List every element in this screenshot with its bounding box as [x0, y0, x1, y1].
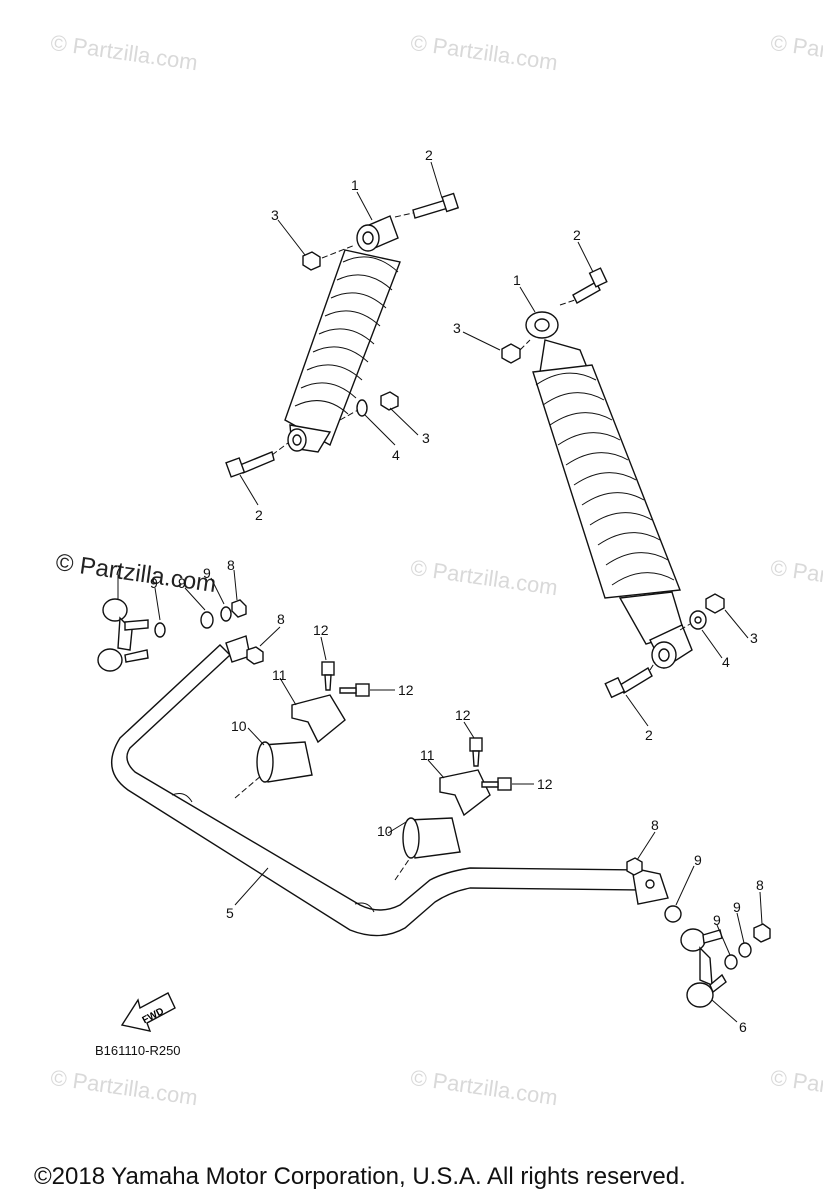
washer-link-right-1[interactable]: [664, 905, 682, 923]
washer-link-left-3[interactable]: [220, 606, 232, 622]
callout-8: 8: [756, 877, 764, 893]
shock-absorber-right[interactable]: [525, 311, 693, 670]
nut-upper-right[interactable]: [501, 343, 521, 364]
washer-link-right-3[interactable]: [738, 942, 752, 958]
washer-link-left-1[interactable]: [154, 622, 166, 638]
nut-link-left-2[interactable]: [246, 646, 264, 665]
nut-link-right-1[interactable]: [626, 857, 643, 876]
fwd-arrow-icon: FWD: [120, 992, 176, 1032]
callout-2: 2: [645, 727, 653, 743]
callout-3: 3: [271, 207, 279, 223]
bushing-right[interactable]: [402, 817, 461, 859]
bracket-right[interactable]: [439, 769, 491, 817]
bolt-lower-left[interactable]: [225, 451, 275, 478]
bracket-bolt-1[interactable]: [321, 661, 335, 691]
callout-6: 6: [739, 1019, 747, 1035]
nut-link-left-1[interactable]: [231, 599, 247, 618]
callout-8: 8: [651, 817, 659, 833]
bolt-upper-left[interactable]: [412, 192, 460, 219]
callout-3: 3: [422, 430, 430, 446]
callout-7: 7: [114, 562, 122, 578]
callout-9: 9: [203, 565, 211, 581]
callout-9: 9: [178, 575, 186, 591]
bracket-bolt-4[interactable]: [481, 777, 512, 791]
leader-lines: [117, 161, 763, 1023]
washer-link-right-2[interactable]: [724, 954, 738, 970]
stabilizer-bar[interactable]: [111, 635, 669, 937]
stabilizer-link-right[interactable]: [680, 928, 727, 1008]
stabilizer-link-left[interactable]: [97, 598, 149, 672]
washer-link-left-2[interactable]: [200, 611, 214, 629]
callout-8: 8: [277, 611, 285, 627]
bracket-left[interactable]: [291, 694, 346, 744]
callout-1: 1: [513, 272, 521, 288]
callout-2: 2: [425, 147, 433, 163]
nut-lower-left[interactable]: [380, 391, 399, 411]
callout-12: 12: [398, 682, 414, 698]
callout-12: 12: [313, 622, 329, 638]
callout-3: 3: [750, 630, 758, 646]
washer-left[interactable]: [356, 399, 368, 417]
callout-2: 2: [573, 227, 581, 243]
nut-lower-right[interactable]: [705, 593, 725, 614]
callout-1: 1: [351, 177, 359, 193]
bolt-lower-right[interactable]: [604, 667, 653, 699]
callout-3: 3: [453, 320, 461, 336]
shock-absorber-left[interactable]: [284, 215, 401, 453]
callout-5: 5: [226, 905, 234, 921]
bolt-upper-right[interactable]: [572, 267, 608, 304]
bracket-bolt-3[interactable]: [469, 737, 483, 767]
callout-10: 10: [377, 823, 393, 839]
diagram-code: B161110-R250: [95, 1043, 181, 1058]
bracket-bolt-2[interactable]: [339, 683, 370, 697]
callout-8: 8: [227, 557, 235, 573]
nut-link-right-2[interactable]: [753, 923, 771, 943]
callout-2: 2: [255, 507, 263, 523]
bushing-left[interactable]: [256, 741, 313, 783]
callout-10: 10: [231, 718, 247, 734]
callout-9: 9: [150, 575, 158, 591]
callout-9: 9: [694, 852, 702, 868]
callout-12: 12: [455, 707, 471, 723]
washer-right[interactable]: [689, 610, 707, 630]
copyright-notice: ©2018 Yamaha Motor Corporation, U.S.A. A…: [34, 1163, 686, 1190]
callout-12: 12: [537, 776, 553, 792]
nut-upper-left[interactable]: [302, 251, 321, 271]
callout-4: 4: [392, 447, 400, 463]
callout-9: 9: [713, 912, 721, 928]
callout-9: 9: [733, 899, 741, 915]
callout-11: 11: [420, 747, 435, 763]
callout-11: 11: [272, 667, 287, 683]
callout-4: 4: [722, 654, 730, 670]
